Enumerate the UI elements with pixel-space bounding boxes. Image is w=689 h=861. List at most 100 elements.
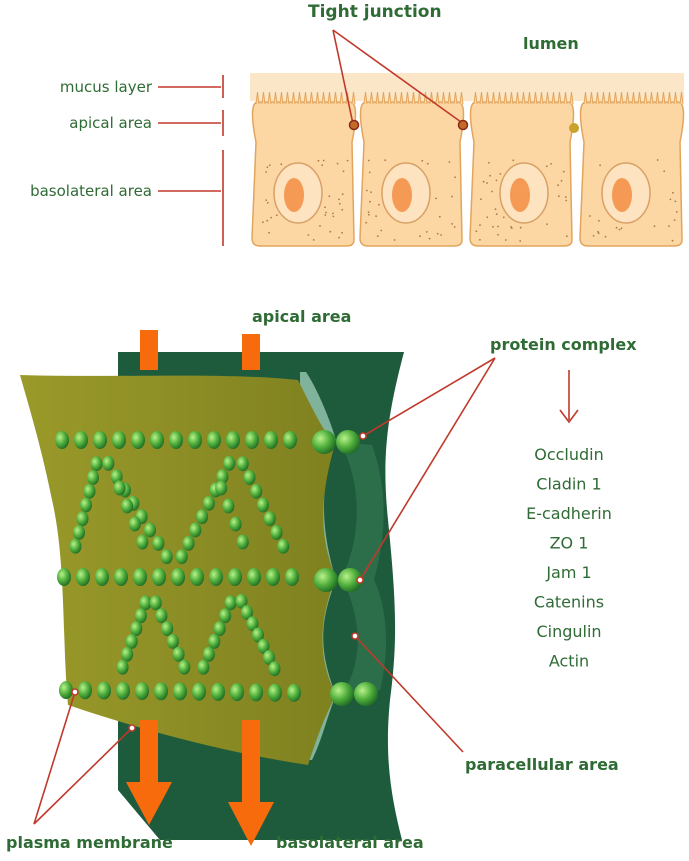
arrow-shaft-left-top xyxy=(140,330,158,370)
membrane-protein-bead xyxy=(283,431,297,449)
membrane-protein-bead xyxy=(223,456,235,471)
membrane-protein-bead xyxy=(173,682,187,700)
epithelial-cells xyxy=(252,92,684,246)
membrane-protein-bead xyxy=(208,634,220,649)
epithelial-cell xyxy=(360,92,464,246)
membrane-protein-bead xyxy=(264,431,278,449)
membrane-protein-bead xyxy=(197,660,209,675)
membrane-protein-bead xyxy=(126,634,138,649)
membrane-protein-bead xyxy=(171,568,185,586)
membrane-protein-bead xyxy=(78,681,92,699)
apical-area-label-bottom: apical area xyxy=(252,307,351,326)
tight-junction-marker-1 xyxy=(350,121,359,130)
membrane-protein-bead xyxy=(266,568,280,586)
arrow-shaft-left-bottom xyxy=(140,720,158,784)
tight-junction-marker-2 xyxy=(459,121,468,130)
protein-list-item: Jam 1 xyxy=(545,563,591,582)
membrane-protein-bead xyxy=(84,484,96,499)
mucus-layer-band xyxy=(250,73,684,101)
membrane-protein-bead xyxy=(70,539,82,554)
epithelial-cell xyxy=(470,92,574,246)
membrane-protein-bead xyxy=(129,517,141,532)
membrane-protein-bead xyxy=(74,431,88,449)
membrane-protein-bead xyxy=(189,523,201,538)
membrane-protein-bead xyxy=(91,456,103,471)
membrane-protein-bead xyxy=(183,536,195,551)
membrane-protein-bead xyxy=(247,568,261,586)
membrane-protein-bead xyxy=(176,549,188,564)
membrane-protein-bead xyxy=(264,511,276,526)
membrane-protein-bead xyxy=(150,595,162,610)
membrane-protein-bead xyxy=(87,470,99,485)
membrane-protein-bead xyxy=(102,456,114,471)
protein-list-item: ZO 1 xyxy=(550,534,589,553)
protein-list-item: Cingulin xyxy=(536,622,601,641)
membrane-protein-bead xyxy=(154,682,168,700)
membrane-protein-bead xyxy=(77,511,89,526)
membrane-protein-bead xyxy=(131,431,145,449)
membrane-protein-bead xyxy=(150,431,164,449)
membrane-illustration xyxy=(20,330,404,846)
epithelium-illustration xyxy=(250,73,684,246)
membrane-protein-bead xyxy=(169,431,183,449)
membrane-protein-bead xyxy=(57,568,71,586)
basolateral-area-label-bottom: basolateral area xyxy=(276,833,424,852)
membrane-protein-bead xyxy=(116,682,130,700)
protein-list-item: E-cadherin xyxy=(526,504,612,523)
membrane-protein-bead xyxy=(135,608,147,623)
membrane-protein-bead xyxy=(257,498,269,513)
membrane-protein-bead xyxy=(211,683,225,701)
membrane-protein-bead xyxy=(269,661,281,676)
protein-list-item: Occludin xyxy=(534,445,604,464)
arrow-shaft-right-bottom xyxy=(242,720,260,804)
membrane-protein-bead xyxy=(277,539,289,554)
membrane-protein-bead xyxy=(285,568,299,586)
membrane-protein-bead xyxy=(214,621,226,636)
membrane-protein-bead xyxy=(215,481,227,496)
membrane-protein-bead xyxy=(152,536,164,551)
membrane-protein-bead xyxy=(112,431,126,449)
tight-junction-label: Tight junction xyxy=(308,2,442,22)
lumen-label: lumen xyxy=(523,34,579,53)
membrane-protein-bead xyxy=(271,525,283,540)
membrane-protein-bead xyxy=(222,499,234,514)
membrane-protein-bead xyxy=(114,568,128,586)
membrane-protein-bead xyxy=(133,568,147,586)
membrane-protein-bead xyxy=(190,568,204,586)
membrane-protein-bead xyxy=(178,660,190,675)
membrane-protein-bead xyxy=(237,456,249,471)
top-left-pointers xyxy=(158,75,223,246)
membrane-protein-bead xyxy=(144,523,156,538)
membrane-protein-bead xyxy=(121,647,133,662)
membrane-protein-bead xyxy=(161,621,173,636)
membrane-protein-bead xyxy=(139,595,151,610)
membrane-protein-bead xyxy=(152,568,166,586)
plasma-membrane-label: plasma membrane xyxy=(6,833,173,852)
membrane-protein-bead xyxy=(121,499,133,514)
membrane-protein-bead xyxy=(188,431,202,449)
membrane-protein-bead xyxy=(161,549,173,564)
protein-list-item: Catenins xyxy=(534,593,604,612)
membrane-protein-bead xyxy=(268,684,282,702)
membrane-protein-bead xyxy=(97,682,111,700)
membrane-protein-bead xyxy=(203,496,215,511)
membrane-protein-bead xyxy=(244,470,256,485)
membrane-protein-bead xyxy=(192,683,206,701)
membrane-protein-bead xyxy=(237,535,249,550)
membrane-protein-bead xyxy=(245,431,259,449)
membrane-protein-bead xyxy=(230,683,244,701)
membrane-protein-bead xyxy=(249,683,263,701)
arrow-shaft-right-top xyxy=(242,334,260,370)
membrane-protein-bead xyxy=(95,568,109,586)
membrane-protein-bead xyxy=(136,535,148,550)
paracellular-area-label: paracellular area xyxy=(465,755,619,774)
membrane-protein-bead xyxy=(93,431,107,449)
membrane-protein-bead xyxy=(203,647,215,662)
tight-junction-marker-3 xyxy=(569,123,579,133)
membrane-protein-bead xyxy=(135,682,149,700)
epithelial-cell xyxy=(580,92,684,246)
membrane-protein-bead xyxy=(167,634,179,649)
membrane-protein-bead xyxy=(196,509,208,524)
membrane-protein-bead xyxy=(230,517,242,532)
